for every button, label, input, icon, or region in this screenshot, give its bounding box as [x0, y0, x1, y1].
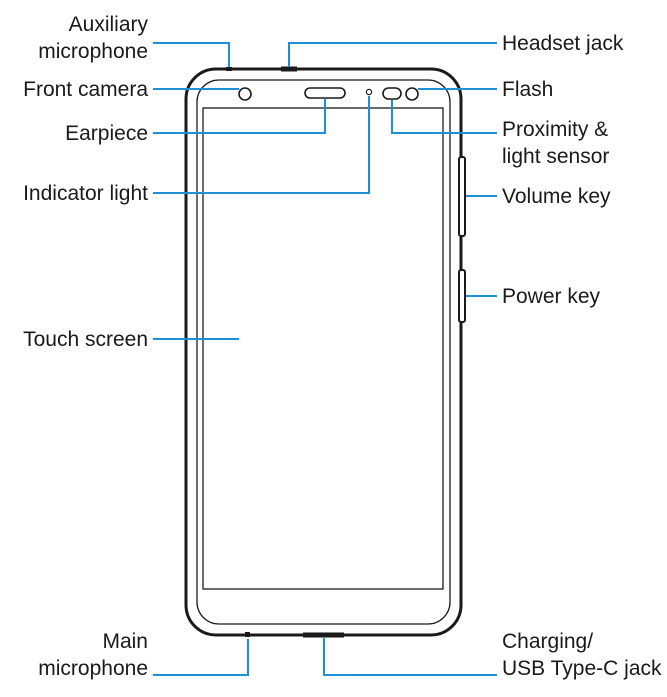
leader-lines: [153, 42, 497, 676]
label-indicator-light: Indicator light: [23, 182, 148, 205]
leader-headset-jack: [288, 42, 497, 67]
power-key: [458, 269, 466, 323]
label-main-microphone-line1: Main: [102, 630, 148, 653]
leader-indicator-light: [153, 96, 370, 194]
main-microphone: [245, 632, 250, 637]
front-camera: [238, 87, 252, 101]
label-proximity-line2: light sensor: [502, 145, 609, 168]
indicator-light: [365, 88, 373, 96]
label-earpiece: Earpiece: [65, 122, 148, 145]
auxiliary-microphone: [226, 67, 232, 71]
leader-auxiliary-microphone: [153, 42, 230, 67]
leader-proximity-sensor: [391, 100, 497, 134]
label-proximity-line1: Proximity &: [502, 118, 608, 141]
label-auxiliary-microphone-line2: microphone: [38, 40, 148, 63]
earpiece: [304, 87, 346, 99]
volume-key: [458, 156, 466, 237]
label-power-key: Power key: [502, 285, 601, 308]
label-volume-key: Volume key: [502, 185, 611, 208]
proximity-light-sensor: [382, 87, 402, 100]
label-auxiliary-microphone-line1: Auxiliary: [69, 13, 149, 36]
left-labels: Auxiliary microphone Front camera Earpie…: [23, 13, 148, 680]
leader-charging-jack: [323, 638, 497, 676]
label-charging-line1: Charging/: [502, 630, 593, 653]
flash: [405, 87, 419, 101]
label-front-camera: Front camera: [23, 78, 148, 101]
label-headset-jack: Headset jack: [502, 32, 624, 55]
touch-screen: [202, 107, 444, 590]
label-charging-line2: USB Type-C jack: [502, 657, 662, 680]
leader-main-microphone: [153, 639, 249, 676]
phone-body: [184, 67, 463, 637]
label-touch-screen: Touch screen: [23, 328, 148, 351]
label-flash: Flash: [502, 78, 553, 101]
right-labels: Headset jack Flash Proximity & light sen…: [502, 32, 662, 680]
leader-earpiece: [153, 99, 326, 134]
label-main-microphone-line2: microphone: [38, 657, 148, 680]
